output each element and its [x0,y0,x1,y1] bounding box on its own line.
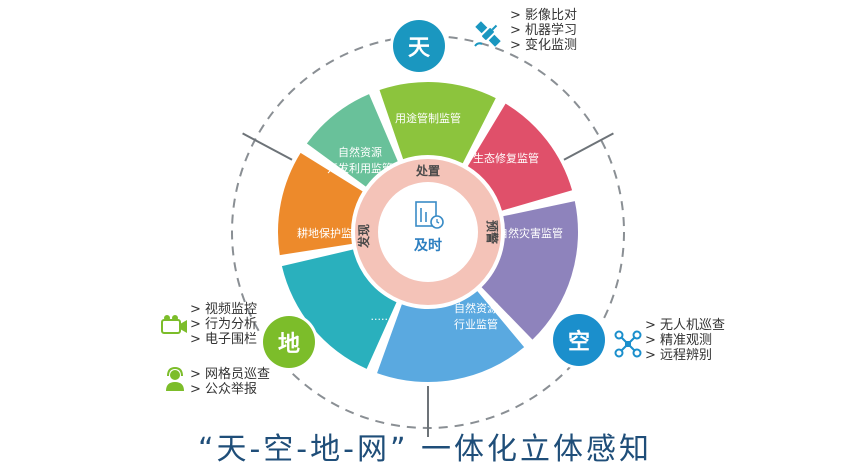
center-disc [378,182,478,282]
divider-line [563,132,614,161]
ring-label-chuzhi: 处置 [415,163,440,178]
user-headset-icon [166,367,184,391]
wheel-segment [278,152,363,256]
di-people-item: > 公众举报 [190,382,258,397]
kong-item: > 精准观测 [645,333,713,348]
kong-item: > 远程辨别 [645,348,713,363]
wheel-segment [481,201,578,340]
di-people-item: > 网格员巡查 [190,367,271,382]
satellite-icon [474,21,501,47]
di-video-item: > 行为分析 [190,317,258,332]
di-video-item: > 视频监控 [190,302,258,317]
monitor-clock-icon [415,201,444,229]
wheel-segment [281,249,397,369]
divider-line [242,132,293,161]
kong-capability-list: > 无人机巡查 > 精准观测 > 远程辨别 [645,318,725,363]
ring-label-faxian: 发现 [356,224,371,249]
diagram-caption: “天-空-地-网” 一体化立体感知 [197,432,653,467]
di-video-list: > 视频监控 > 行为分析 > 电子围栏 [190,302,257,347]
segment-label: 用途管制监管 [395,111,461,125]
di-people-list: > 网格员巡查 > 公众举报 [190,367,270,397]
segment-label: ...... [371,310,392,323]
tian-capability-list: > 影像比对 > 机器学习 > 变化监测 [510,8,577,53]
wheel-segment [306,94,398,187]
di-badge: 地 [263,316,315,368]
tian-item: > 变化监测 [510,38,578,53]
segment-label: 自然资源行业监管 [454,301,498,331]
camera-icon [161,315,187,334]
wheel-segment [379,81,496,164]
kong-item: > 无人机巡查 [645,318,726,333]
tian-badge: 天 [393,20,445,72]
segment-label: 生态修复监管 [473,151,539,165]
wheel-segment [467,103,573,211]
kong-badge: 空 [553,314,605,366]
segment-label: 自然灾害监管 [497,226,563,240]
tian-item: > 影像比对 [510,8,578,23]
drone-icon [614,330,642,358]
ring-label-yujing: 预警 [485,220,500,244]
center-title: 及时 [414,237,442,254]
segment-label: 自然资源开发利用监管 [327,145,393,175]
segment-label: 耕地保护监管 [297,226,363,240]
tian-item: > 机器学习 [510,23,578,38]
wheel-segment [377,291,525,382]
di-video-item: > 电子围栏 [190,332,258,347]
